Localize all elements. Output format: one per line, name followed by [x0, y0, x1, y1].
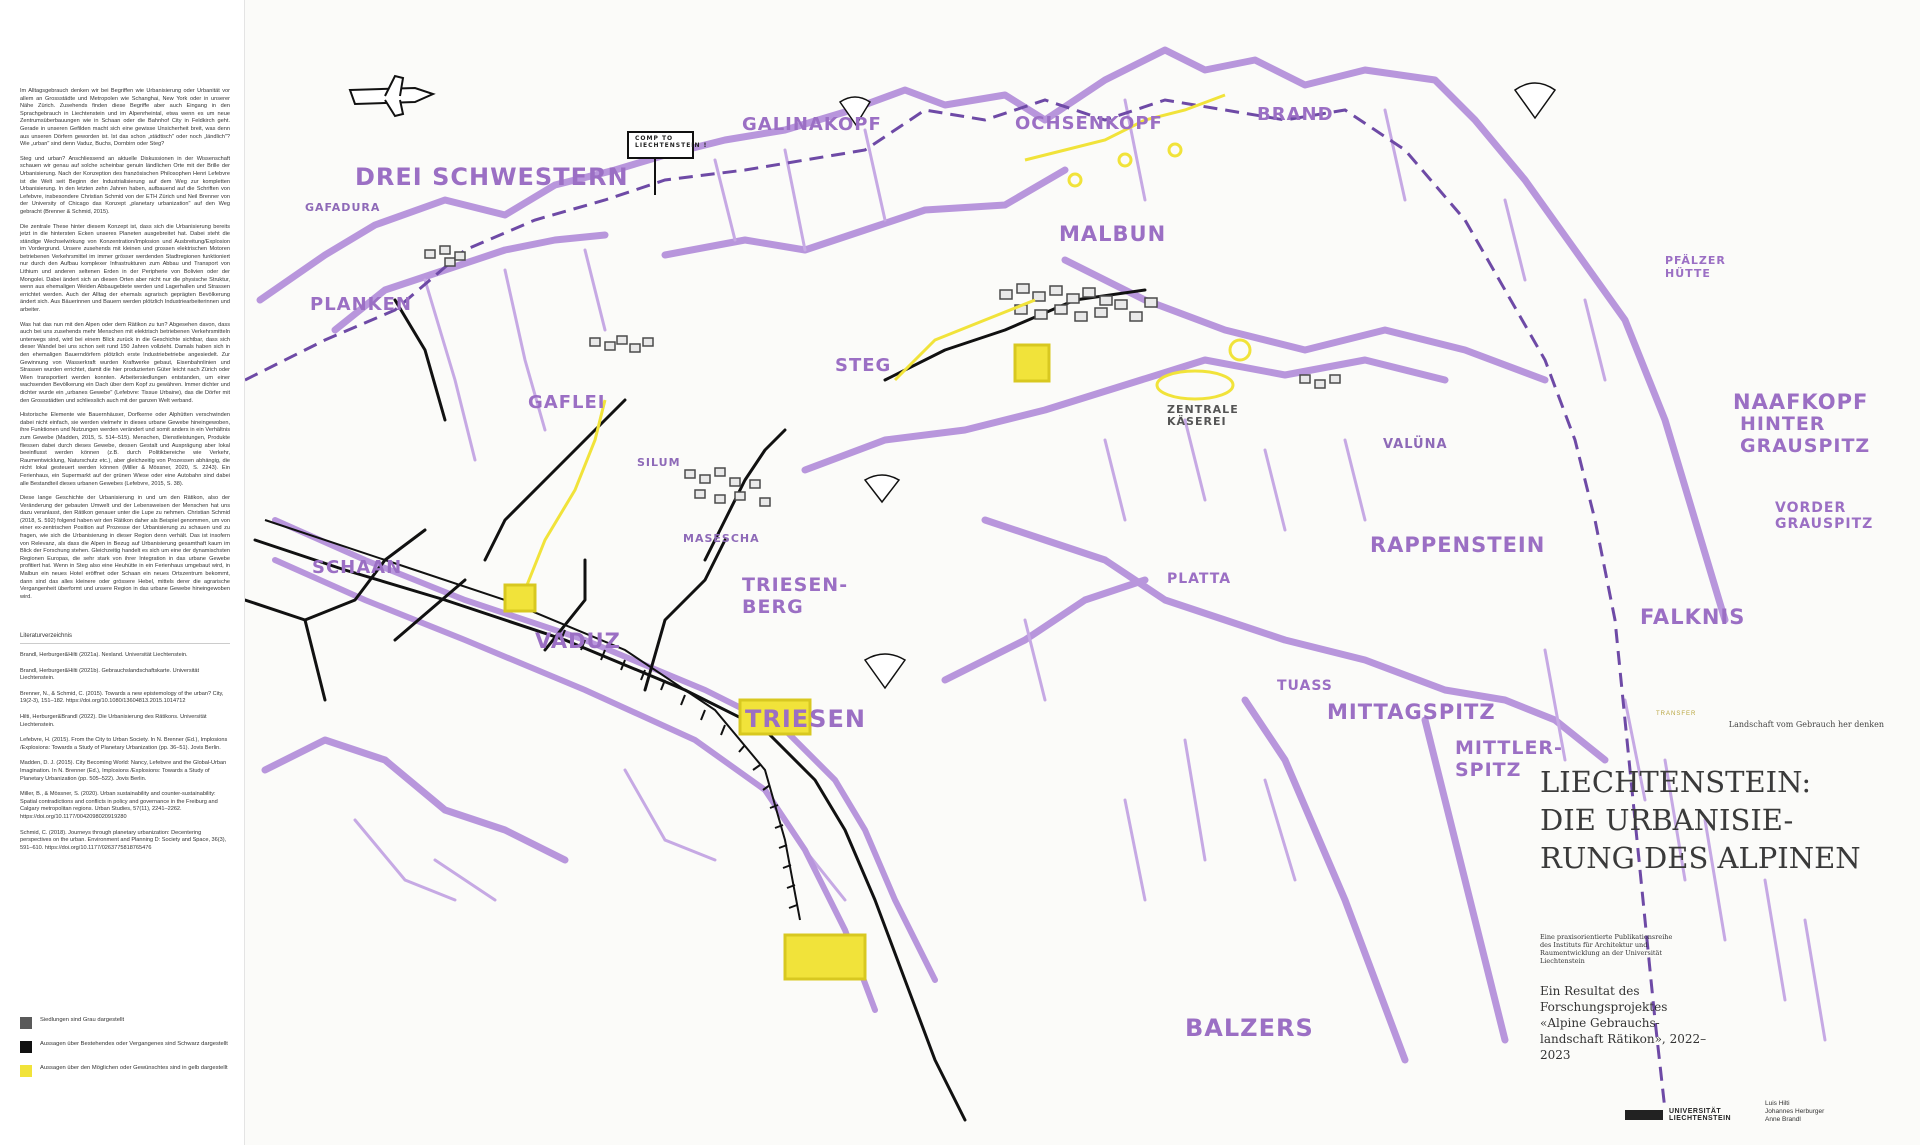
signpost-text: COMP TO LIECHTENSTEIN ! [635, 135, 708, 149]
literature-item: Hilti, Herburger&Brandl (2022). Die Urba… [20, 713, 207, 728]
authors: Luis Hilti Johannes Herburger Anne Brand… [1765, 1100, 1824, 1124]
legend-swatch-black [20, 1041, 32, 1053]
map-drawing [245, 46, 1827, 1122]
signpost-icon [627, 131, 694, 195]
literature-item: Miller, B., & Mössner, S. (2020). Urban … [20, 791, 218, 820]
title-block: Landschaft vom Gebrauch her denken LIECH… [1540, 720, 1890, 1063]
legend-label: Aussagen über Bestehendes oder Vergangen… [40, 1041, 228, 1047]
paragraph: Historische Elemente wie Bauernhäuser, D… [20, 412, 230, 487]
legend-label: Siedlungen sind Grau dargestellt [40, 1017, 125, 1023]
label-valuena: VALÜNA [1383, 437, 1448, 452]
label-schaan: SCHAAN [312, 557, 403, 578]
author: Johannes Herburger [1765, 1108, 1825, 1115]
text-panel: Im Alltagsgebrauch denken wir bei Begrif… [0, 0, 245, 1145]
project-result: Ein Resultat des Forschungsprojektes «Al… [1540, 984, 1707, 1062]
label-rappenstein: RAPPENSTEIN [1370, 533, 1546, 557]
transfer-label: TRANSFER [1656, 711, 1697, 717]
label-drei-schwestern: DREI SCHWESTERN [355, 163, 629, 191]
literature-heading: Literaturverzeichnis [20, 633, 230, 644]
label-ochsenkopf: OCHSENKOPF [1015, 113, 1163, 134]
label-planken: PLANKEN [310, 294, 412, 315]
author: Anne Brandl [1765, 1116, 1801, 1123]
label-zentrale-kaeserei: ZENTRALE KÄSEREI [1167, 403, 1239, 428]
legend-item-settlements: Siedlungen sind Grau dargestellt [20, 1017, 235, 1029]
paragraph: Steg und urban? Anschliessend an aktuell… [20, 155, 230, 215]
main-title: LIECHTENSTEIN: DIE URBANISIE- RUNG DES A… [1540, 765, 1861, 875]
label-steg: STEG [835, 355, 892, 376]
legend-swatch-yellow [20, 1065, 32, 1077]
university-logo-mark [1625, 1110, 1663, 1120]
label-mittlerspitz: MITTLER- SPITZ [1455, 737, 1563, 781]
paragraph: Diese lange Geschichte der Urbanisierung… [20, 495, 230, 600]
literature-list: Brandl, Herburger&Hilti (2021a). Nexland… [20, 652, 230, 852]
mountain-ridges [256, 46, 1729, 1064]
label-masescha: MASESCHA [683, 532, 760, 545]
label-falknis: FALKNIS [1640, 605, 1746, 629]
mountain-hatching [353, 98, 1827, 1042]
railway [264, 519, 801, 921]
label-brand: BRAND [1257, 104, 1334, 125]
label-balzers: BALZERS [1185, 1014, 1314, 1042]
author: Luis Hilti [1765, 1100, 1790, 1107]
series-kicker: Landschaft vom Gebrauch her denken [1728, 720, 1884, 729]
legend-label: Aussagen über den Möglichen oder Gewünsc… [40, 1065, 228, 1071]
settlements [424, 245, 1341, 507]
literature-item: Brenner, N., & Schmid, C. (2015). Toward… [20, 690, 224, 705]
label-triesen: TRIESEN [745, 705, 866, 733]
label-tuass: TUASS [1277, 678, 1333, 694]
literature-item: Brandl, Herburger&Hilti (2021b). Gebrauc… [20, 667, 200, 682]
literature-item: Lefebvre, H. (2015). From the City to Ur… [20, 737, 228, 751]
label-malbun: MALBUN [1059, 222, 1167, 246]
paragraph: Was hat das nun mit den Alpen oder dem R… [20, 321, 230, 404]
label-silum: SILUM [637, 456, 681, 469]
label-gaflei: GAFLEI [528, 392, 606, 413]
literature-item: Schmid, C. (2018). Journeys through plan… [20, 829, 227, 851]
label-gafadura: GAFADURA [305, 201, 381, 214]
label-vorder-grauspitz: VORDER GRAUSPITZ [1775, 500, 1874, 532]
illustrated-map: GALINAKOPF OCHSENKOPF BRAND DREI SCHWEST… [245, 0, 1920, 1145]
series-description: Eine praxisorientierte Publikationsreihe… [1540, 933, 1673, 965]
legend-swatch-grey [20, 1017, 32, 1029]
label-naafkopf: NAAFKOPF [1733, 390, 1869, 414]
future-elements [503, 93, 1252, 981]
label-galinakopf: GALINAKOPF [742, 114, 882, 135]
airplane-icon [348, 74, 436, 118]
literature-item: Brandl, Herburger&Hilti (2021a). Nexland… [20, 652, 188, 658]
legend-item-existing: Aussagen über Bestehendes oder Vergangen… [20, 1041, 235, 1053]
paraglider-icon [838, 82, 1557, 690]
paragraph: Im Alltagsgebrauch denken wir bei Begrif… [20, 88, 230, 148]
label-mittagspitz: MITTAGSPITZ [1327, 700, 1496, 724]
university-name: UNIVERSITÄT LIECHTENSTEIN [1669, 1108, 1732, 1122]
legend-item-possible: Aussagen über den Möglichen oder Gewünsc… [20, 1065, 235, 1077]
paragraph: Die zentrale These hinter diesem Konzept… [20, 223, 230, 314]
roads [245, 288, 1147, 1122]
label-pfaelzer-huette: PFÄLZER HÜTTE [1665, 254, 1726, 280]
label-triesenberg: TRIESEN- BERG [742, 574, 849, 618]
label-hinter-grauspitz: HINTER GRAUSPITZ [1740, 413, 1871, 457]
legend: Siedlungen sind Grau dargestellt Aussage… [20, 1017, 235, 1089]
university-logo: UNIVERSITÄT LIECHTENSTEIN [1625, 1108, 1731, 1122]
label-platta: PLATTA [1167, 571, 1232, 587]
literature-item: Madden, D. J. (2015). City Becoming Worl… [20, 760, 227, 782]
label-vaduz: VADUZ [535, 629, 621, 653]
